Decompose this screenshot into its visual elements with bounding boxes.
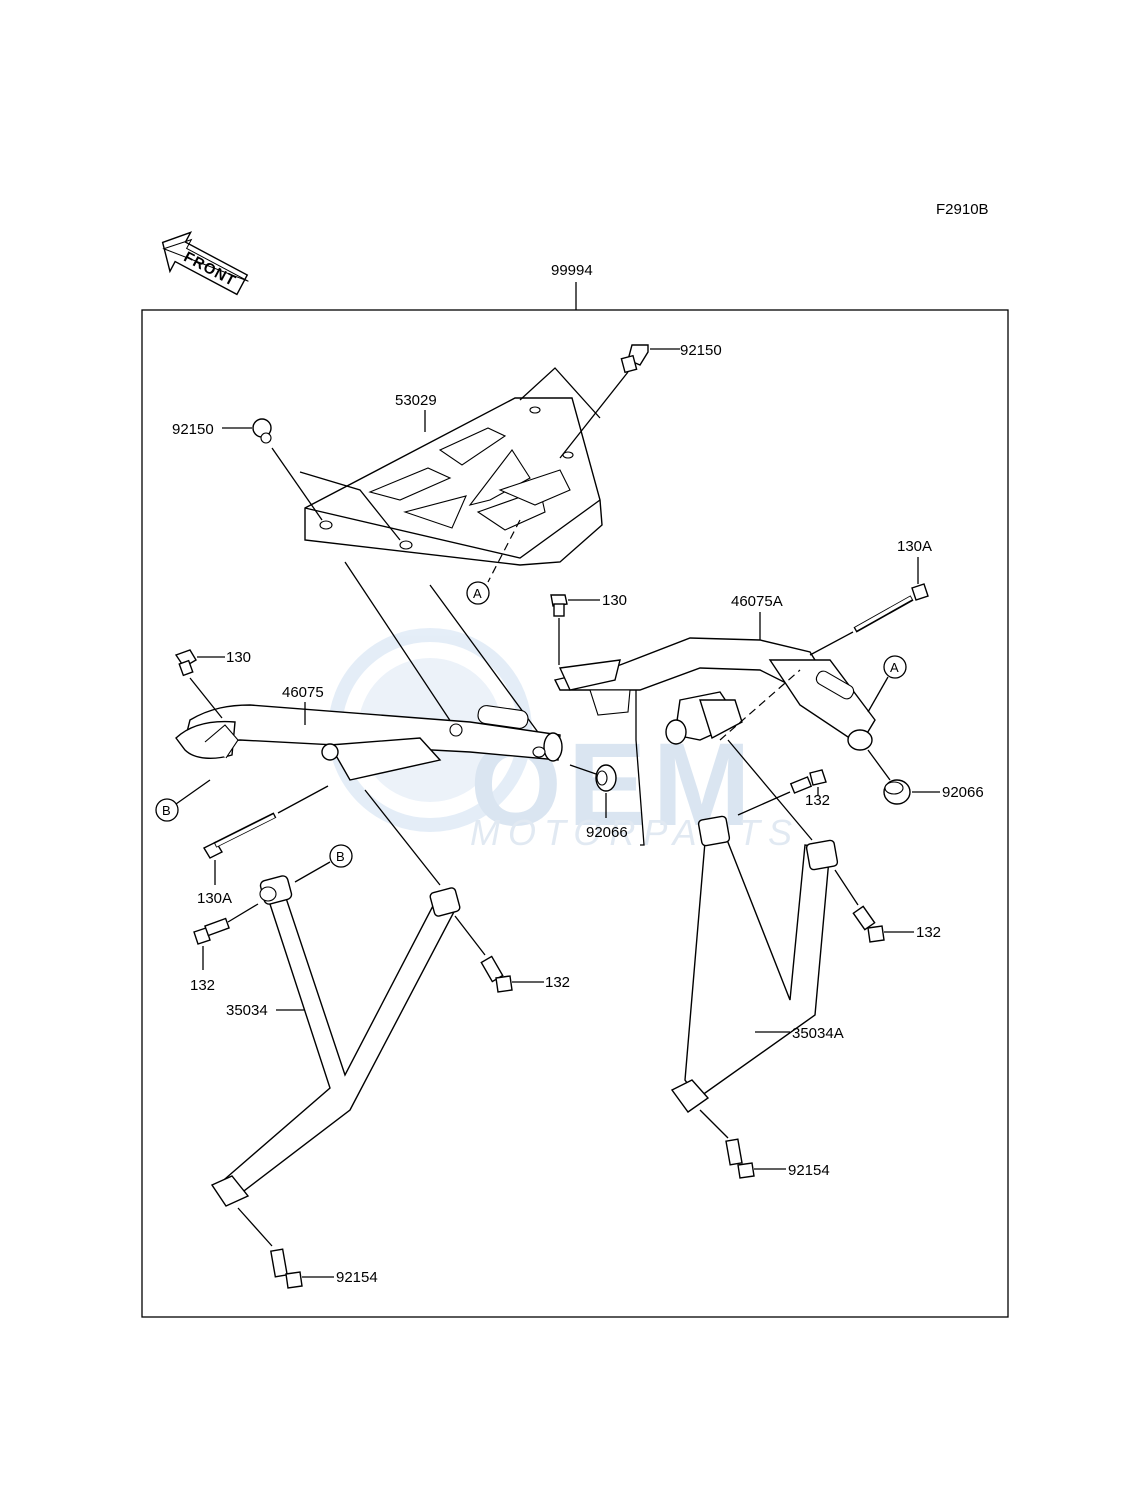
damper-icon bbox=[595, 764, 617, 792]
bolt-icon bbox=[789, 769, 827, 794]
bolt-icon bbox=[270, 1248, 303, 1289]
carrier-plate-label: 53029 bbox=[395, 392, 437, 409]
bolt-icon bbox=[193, 917, 230, 945]
bolt-92154-left-label: 92154 bbox=[336, 1269, 378, 1286]
assembly-box bbox=[141, 309, 1009, 1318]
damper-92066-center-label: 92066 bbox=[586, 824, 628, 841]
bolt-icon bbox=[550, 594, 568, 617]
bolt-icon bbox=[480, 955, 513, 993]
ref-mark-b-middle-label: B bbox=[336, 849, 345, 864]
bolt-icon bbox=[853, 583, 929, 633]
bolt-130-middle-label: 130 bbox=[602, 592, 627, 609]
bolt-icon bbox=[252, 418, 272, 444]
figure-code: F2910B bbox=[936, 201, 989, 218]
bolt-132-a-label: 132 bbox=[805, 792, 830, 809]
bolt-130a-right-label: 130A bbox=[897, 538, 932, 555]
stay-35034a-label: 35034A bbox=[792, 1025, 844, 1042]
watermark-subtext: MOTORPARTS bbox=[470, 812, 800, 853]
front-arrow-icon: FRONT bbox=[161, 231, 249, 296]
ref-mark-b bbox=[329, 844, 353, 868]
bolt-132-d-label: 132 bbox=[545, 974, 570, 991]
stay-left bbox=[210, 875, 461, 1207]
stay-right bbox=[670, 815, 839, 1113]
bolt-icon bbox=[174, 649, 197, 677]
ref-mark-a-right-label: A bbox=[890, 660, 899, 675]
carrier-plate bbox=[304, 397, 603, 566]
assembly-number: 99994 bbox=[551, 262, 593, 279]
bolt-132-c-label: 132 bbox=[190, 977, 215, 994]
bolt-icon bbox=[725, 1138, 755, 1179]
damper-icon bbox=[883, 779, 911, 805]
stay-35034-label: 35034 bbox=[226, 1002, 268, 1019]
ref-mark-b bbox=[155, 798, 179, 822]
bolt-130-left-label: 130 bbox=[226, 649, 251, 666]
bolt-92150-left-label: 92150 bbox=[172, 421, 214, 438]
ref-mark-a bbox=[466, 581, 490, 605]
bracket-46075a-label: 46075A bbox=[731, 593, 783, 610]
bolt-92150-right-label: 92150 bbox=[680, 342, 722, 359]
bolt-132-b-label: 132 bbox=[916, 924, 941, 941]
ref-mark-a-label: A bbox=[473, 586, 482, 601]
bracket-46075-label: 46075 bbox=[282, 684, 324, 701]
bolt-icon bbox=[203, 812, 277, 859]
bolt-92154-right-label: 92154 bbox=[788, 1162, 830, 1179]
bracket-left bbox=[175, 704, 563, 781]
bolt-130a-left-label: 130A bbox=[197, 890, 232, 907]
ref-mark-b-label: B bbox=[162, 803, 171, 818]
bolt-icon bbox=[620, 344, 649, 374]
ref-mark-a bbox=[883, 655, 907, 679]
damper-92066-right-label: 92066 bbox=[942, 784, 984, 801]
bolt-icon bbox=[852, 905, 885, 943]
bracket-right bbox=[553, 637, 876, 751]
